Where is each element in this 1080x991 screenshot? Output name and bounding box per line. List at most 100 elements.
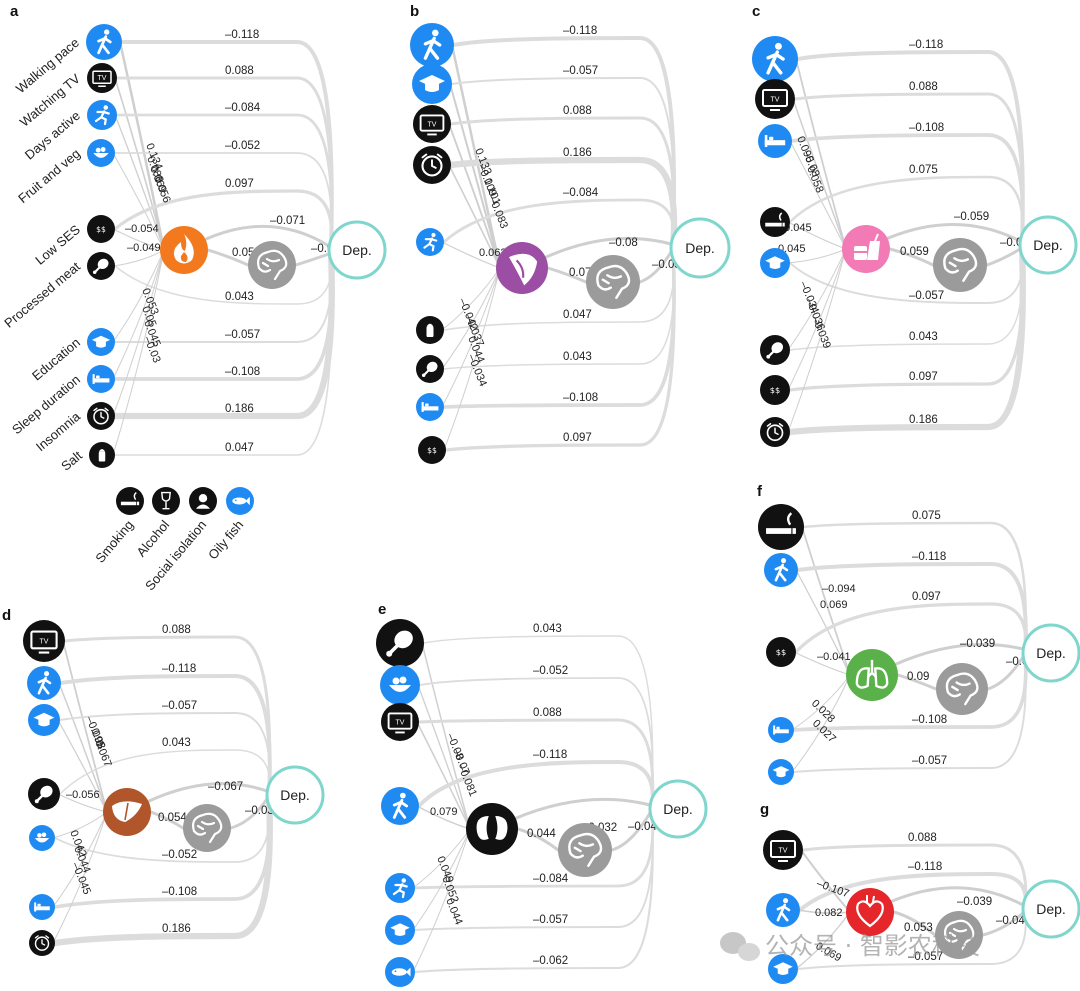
direct-effect-edge: [793, 92, 1025, 247]
mediated-effect-edge: [787, 248, 847, 264]
direct-effect-edge: [114, 152, 333, 251]
direct-effect-edge: [417, 718, 655, 811]
direct-effect-label: –0.108: [909, 122, 944, 134]
mediated-effect-edge: [112, 249, 165, 456]
edge-layer: [51, 35, 1028, 974]
money-factor-icon: $$: [760, 375, 790, 405]
walk-factor-icon: [27, 666, 61, 700]
mediated-effect-edge: [441, 241, 501, 269]
wine-glass-icon: [152, 487, 180, 515]
brain-to-dep-edge: [638, 250, 673, 284]
organ-to-dep-edge: [892, 643, 1025, 667]
brain-to-dep-edge: [294, 252, 331, 267]
direct-effect-edge: [797, 908, 1027, 970]
lung-icon: [846, 649, 898, 701]
organ-to-brain-edge: [149, 810, 185, 830]
meat-factor-icon: [28, 778, 60, 810]
mediated-effect-edge: [52, 811, 108, 944]
brain-to-dep-edge: [610, 811, 652, 852]
mediated-effect-edge: [112, 249, 165, 417]
mediated-effect-edge: [114, 77, 165, 251]
money-factor-icon: $$: [87, 215, 115, 243]
mediated-effect-edge: [57, 719, 108, 813]
cap-factor-icon: [760, 248, 790, 278]
direct-effect-label: –0.052: [533, 665, 568, 677]
mediated-effect-edge: [112, 152, 165, 251]
direct-effect-label: –0.057: [563, 65, 598, 77]
tv-factor-icon: TV: [87, 63, 117, 93]
direct-effect-label: –0.118: [909, 39, 943, 51]
direct-effect-edge: [444, 246, 676, 452]
organ-to-brain-label: 0.054: [158, 812, 187, 824]
organ-to-dep-edge: [888, 886, 1025, 907]
organ-to-brain-edge: [546, 266, 588, 284]
cap-factor-icon: [768, 954, 798, 984]
tv-factor-icon: TV: [381, 703, 419, 741]
depression-node: Dep.: [265, 765, 325, 825]
direct-effect-edge: [802, 521, 1028, 655]
panel-letter: a: [10, 3, 19, 20]
mediated-effect-edge: [443, 267, 501, 451]
salt-factor-icon: [89, 442, 115, 468]
mediated-effect-edge: [112, 249, 165, 380]
money-factor-icon: $$: [766, 637, 796, 667]
dep-label: Dep.: [1036, 901, 1066, 917]
brain-icon: [933, 238, 987, 292]
mediation-path-label: –0.041: [817, 651, 851, 663]
liver-icon: [103, 788, 151, 836]
dep-label: Dep.: [1033, 237, 1063, 253]
walk-factor-icon: [86, 24, 122, 60]
clock-factor-icon: [29, 930, 55, 956]
smoke-factor-icon: [760, 207, 790, 237]
depression-node: Dep.: [1021, 879, 1080, 939]
direct-effect-label: –0.084: [533, 873, 569, 885]
kidney-icon: [466, 803, 518, 855]
walk-factor-icon: [766, 893, 800, 927]
direct-effect-edge: [443, 247, 675, 331]
depression-node: Dep.: [1018, 215, 1078, 275]
label-layer: a–0.1180.1340.0880.088–0.0840.069–0.0520…: [1, 3, 1041, 967]
direct-effect-label: –0.057: [533, 914, 568, 926]
brain-to-dep-label: –0.044: [996, 915, 1032, 927]
watermark-text: 公众号 · 智影农科技: [765, 932, 980, 960]
mediated-effect-edge: [795, 58, 847, 250]
direct-effect-edge: [790, 133, 1025, 247]
organ-to-brain-label: 0.059: [900, 246, 929, 258]
direct-effect-edge: [788, 243, 1025, 392]
wechat-icon: [720, 932, 760, 961]
mediation-path-label: 0.079: [430, 806, 458, 818]
depression-node: Dep.: [1021, 623, 1080, 683]
direct-effect-edge: [115, 76, 334, 252]
direct-effect-label: 0.097: [563, 432, 592, 444]
mediated-effect-edge: [118, 40, 166, 252]
brain-icon: [183, 804, 231, 852]
direct-effect-label: 0.043: [162, 737, 191, 749]
tv-label: TV: [98, 75, 107, 82]
brain-to-dep-label: –0.04: [628, 821, 657, 833]
meat-factor-icon: [87, 252, 115, 280]
direct-effect-edge: [111, 246, 335, 420]
panel-letter: c: [752, 3, 760, 20]
money-label: $$: [427, 446, 437, 455]
mediated-effect-edge: [450, 43, 502, 270]
direct-effect-edge: [115, 113, 334, 252]
direct-effect-edge: [423, 635, 654, 810]
mediated-effect-edge: [801, 526, 851, 676]
tv-factor-icon: TV: [23, 620, 65, 662]
mediated-effect-edge: [441, 267, 501, 370]
direct-effect-label: –0.118: [162, 663, 196, 675]
walk-factor-icon: [410, 23, 454, 67]
organ-to-brain-label: 0.09: [907, 671, 929, 683]
direct-effect-edge: [792, 651, 1028, 732]
panel-letter: d: [2, 607, 11, 624]
panel-letter: f: [757, 483, 763, 500]
bowl-factor-icon: [380, 665, 420, 705]
mediated-effect-edge: [416, 721, 471, 830]
organ-to-dep-edge: [202, 224, 331, 248]
panel-letter: e: [378, 601, 386, 618]
fish-factor-icon: [385, 957, 415, 987]
direct-effect-edge: [795, 561, 1028, 656]
direct-effect-edge: [793, 652, 1027, 773]
direct-effect-label: –0.108: [225, 366, 260, 378]
direct-effect-label: 0.043: [563, 351, 592, 363]
